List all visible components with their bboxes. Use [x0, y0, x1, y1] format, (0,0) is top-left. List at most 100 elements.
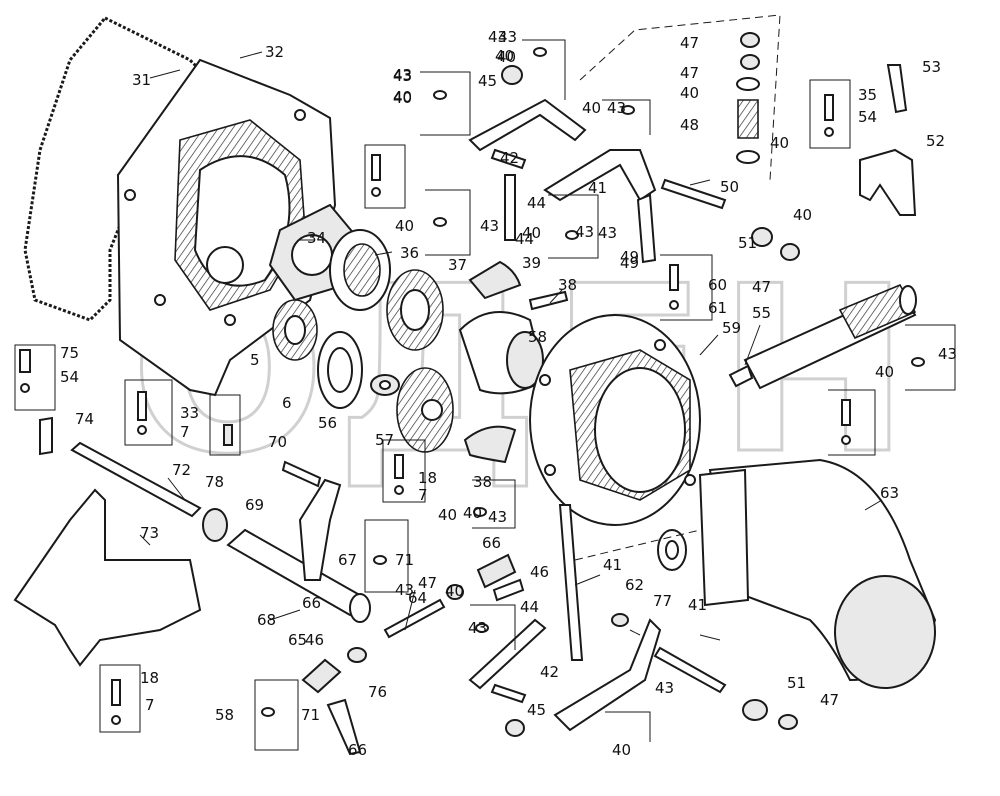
callout-41: 41 — [603, 556, 622, 574]
part-stud-50-upper — [660, 178, 727, 210]
callout-36: 36 — [400, 244, 419, 262]
part-lever-shaft-68 — [226, 528, 371, 623]
callout-7: 7 — [180, 423, 190, 441]
part-lever — [298, 478, 342, 581]
callout-40: 40 — [793, 206, 812, 224]
part-splined-shaft-55 — [728, 283, 917, 390]
callout-5: 5 — [250, 351, 260, 369]
callout-46: 46 — [305, 631, 324, 649]
callout-43: 43 — [488, 28, 507, 46]
callout-52: 52 — [926, 132, 945, 150]
callout-45: 45 — [527, 701, 546, 719]
part-lever-44-lower — [468, 618, 547, 690]
part-nut-47-right — [780, 243, 800, 261]
part-nut-47-lower — [778, 714, 798, 730]
callout-51: 51 — [738, 234, 757, 252]
callout-7: 7 — [418, 486, 428, 504]
callout-72: 72 — [172, 461, 191, 479]
callout-47: 47 — [418, 574, 437, 592]
callout-33: 33 — [180, 404, 199, 422]
callout-74: 74 — [75, 410, 94, 428]
callout-76: 76 — [368, 683, 387, 701]
part-hub — [458, 311, 547, 395]
callout-35: 35 — [858, 86, 877, 104]
part-bracket-73 — [13, 488, 202, 667]
part-pin-78 — [223, 424, 233, 446]
callout-6: 6 — [282, 394, 292, 412]
callout-40: 40 — [582, 99, 601, 117]
callout-32: 32 — [265, 43, 284, 61]
part-bolt-64 — [383, 598, 446, 639]
callout-47: 47 — [680, 64, 699, 82]
part-bolt-53 — [886, 64, 908, 114]
callout-60: 60 — [708, 276, 727, 294]
callout-54: 54 — [858, 108, 877, 126]
callout-40: 40 — [680, 84, 699, 102]
callout-69: 69 — [245, 496, 264, 514]
callout-42: 42 — [540, 663, 559, 681]
callout-71: 71 — [395, 551, 414, 569]
callout-44: 44 — [527, 194, 546, 212]
callout-48: 48 — [680, 116, 699, 134]
callout-38: 38 — [473, 473, 492, 491]
callout-43: 43 — [393, 67, 412, 85]
part-pin-42-lower — [490, 683, 527, 704]
part-washer-62 — [657, 529, 687, 571]
callout-43: 43 — [598, 224, 617, 242]
part-housing-59 — [529, 314, 701, 526]
callout-37: 37 — [448, 256, 467, 274]
part-pin-38 — [528, 290, 569, 311]
callout-39: 39 — [522, 254, 541, 272]
part-nut-77 — [611, 613, 629, 627]
dashed-guide-upper — [579, 14, 781, 181]
callout-71: 71 — [301, 706, 320, 724]
callout-50: 50 — [720, 178, 739, 196]
callout-63: 63 — [880, 484, 899, 502]
callout-43: 43 — [468, 619, 487, 637]
callout-43: 43 — [488, 508, 507, 526]
callout-70: 70 — [268, 433, 287, 451]
callout-58: 58 — [215, 706, 234, 724]
callout-57: 57 — [375, 431, 394, 449]
group-boxes — [14, 39, 956, 751]
part-nut-51-upper — [751, 227, 773, 247]
callout-43: 43 — [655, 679, 674, 697]
part-rod-49 — [636, 193, 657, 264]
callout-18: 18 — [418, 469, 437, 487]
callout-56: 56 — [318, 414, 337, 432]
callout-53: 53 — [922, 58, 941, 76]
part-nut-76 — [347, 647, 367, 663]
callout-49: 49 — [620, 254, 639, 272]
callout-75: 75 — [60, 344, 79, 362]
dashed-guide-lower — [574, 529, 701, 561]
part-spring-stack — [736, 32, 760, 164]
callout-65: 65 — [288, 631, 307, 649]
part-pin-65 — [301, 553, 525, 756]
leader-lines — [139, 51, 883, 641]
part-bell-pipe-63 — [698, 458, 937, 689]
callout-43: 43 — [607, 99, 626, 117]
callout-41: 41 — [688, 596, 707, 614]
callout-34: 34 — [307, 229, 326, 247]
part-bearing-5 — [272, 299, 318, 361]
part-seal-36 — [329, 229, 391, 311]
part-plate-74 — [39, 416, 53, 456]
callout-40: 40 — [495, 47, 514, 65]
part-washer-6 — [317, 331, 363, 409]
callout-31: 31 — [132, 71, 151, 89]
callout-66: 66 — [348, 741, 367, 759]
callout-40: 40 — [463, 504, 482, 522]
callout-66: 66 — [302, 594, 321, 612]
part-nut-45-upper — [501, 65, 523, 85]
callout-47: 47 — [752, 278, 771, 296]
callout-45: 45 — [478, 72, 497, 90]
callout-41: 41 — [588, 179, 607, 197]
callout-64: 64 — [408, 589, 427, 607]
callout-40: 40 — [522, 224, 541, 242]
part-pin-42-upper — [490, 148, 527, 170]
callout-55: 55 — [752, 304, 771, 322]
callout-43: 43 — [575, 223, 594, 241]
